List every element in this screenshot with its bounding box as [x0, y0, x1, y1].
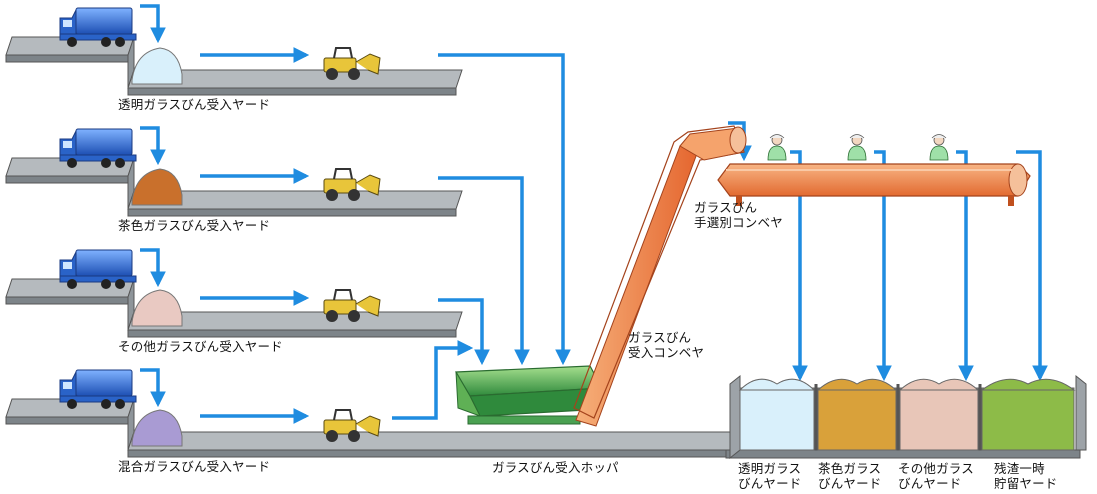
yard-row-mixed [5, 369, 741, 458]
glass-pile [131, 289, 183, 327]
wheel-loader-icon [323, 47, 381, 80]
yard-row-clear [5, 7, 463, 96]
bin-other [898, 378, 980, 451]
manual-sorting-conveyor [717, 163, 1031, 206]
glass-pile [131, 168, 183, 206]
arrow-sorter-to-bin [874, 150, 892, 382]
bin-label-clear-line1: 透明ガラス [738, 461, 802, 476]
bin-brown [816, 378, 898, 451]
wheel-loader-icon [323, 289, 381, 322]
yard-row-other [5, 249, 463, 338]
dump-truck-icon [59, 7, 137, 47]
arrow-sorter-to-bin [790, 150, 808, 382]
bin-label-residue-line1: 残渣一時 [994, 461, 1045, 476]
yard-label-brown: 茶色ガラスびん受入ヤード [118, 218, 271, 233]
bin-label-brown-line1: 茶色ガラス [818, 461, 882, 476]
wheel-loader-icon [323, 409, 381, 442]
worker-icon [929, 134, 949, 161]
worker-icon [767, 134, 787, 161]
hopper-label: ガラスびん受入ホッパ [492, 460, 619, 475]
yard-label-clear: 透明ガラスびん受入ヤード [118, 97, 271, 112]
flow-arrows [140, 4, 1048, 424]
incline-conveyor-label-line1: ガラスびん [628, 330, 692, 345]
sorting-conveyor-label-line2: 手選別コンベヤ [694, 215, 783, 230]
arrow-truck-to-pile [140, 126, 166, 166]
arrow-sorter-to-bin [1016, 150, 1048, 382]
arrow-loader-to-hopper [438, 53, 571, 366]
arrow-sorter-to-bin [956, 150, 974, 382]
bin-label-residue-line2: 貯留ヤード [994, 476, 1058, 491]
bin-label-clear-line2: びんヤード [738, 476, 802, 491]
yard-row-brown [5, 128, 463, 217]
bin-label-brown-line2: びんヤード [818, 476, 882, 491]
incline-conveyor-label-line2: 受入コンベヤ [628, 345, 705, 360]
bin-label-other-line2: びんヤード [898, 476, 962, 491]
bin-label-other-line1: その他ガラス [898, 461, 974, 476]
arrow-truck-to-pile [140, 248, 166, 288]
yard-label-mixed: 混合ガラスびん受入ヤード [118, 459, 271, 474]
bin-clear [738, 378, 816, 451]
arrow-loader-to-hopper [438, 298, 490, 366]
bin-residue [980, 378, 1076, 451]
dump-truck-icon [59, 249, 137, 289]
glass-pile [131, 47, 183, 85]
arrow-truck-to-pile [140, 4, 166, 44]
glass-pile [131, 409, 183, 447]
inclined-receiving-conveyor [573, 125, 747, 427]
yard-label-other: その他ガラスびん受入ヤード [118, 339, 283, 354]
worker-icon [847, 134, 867, 161]
wheel-loader-icon [323, 168, 381, 201]
arrow-truck-to-pile [140, 368, 166, 408]
output-bins [725, 374, 1087, 460]
arrow-loader-to-hopper [438, 176, 530, 366]
arrow-loader-to-hopper [392, 340, 474, 420]
dump-truck-icon [59, 128, 137, 168]
dump-truck-icon [59, 369, 137, 409]
sorting-conveyor-label-line1: ガラスびん [694, 200, 758, 215]
